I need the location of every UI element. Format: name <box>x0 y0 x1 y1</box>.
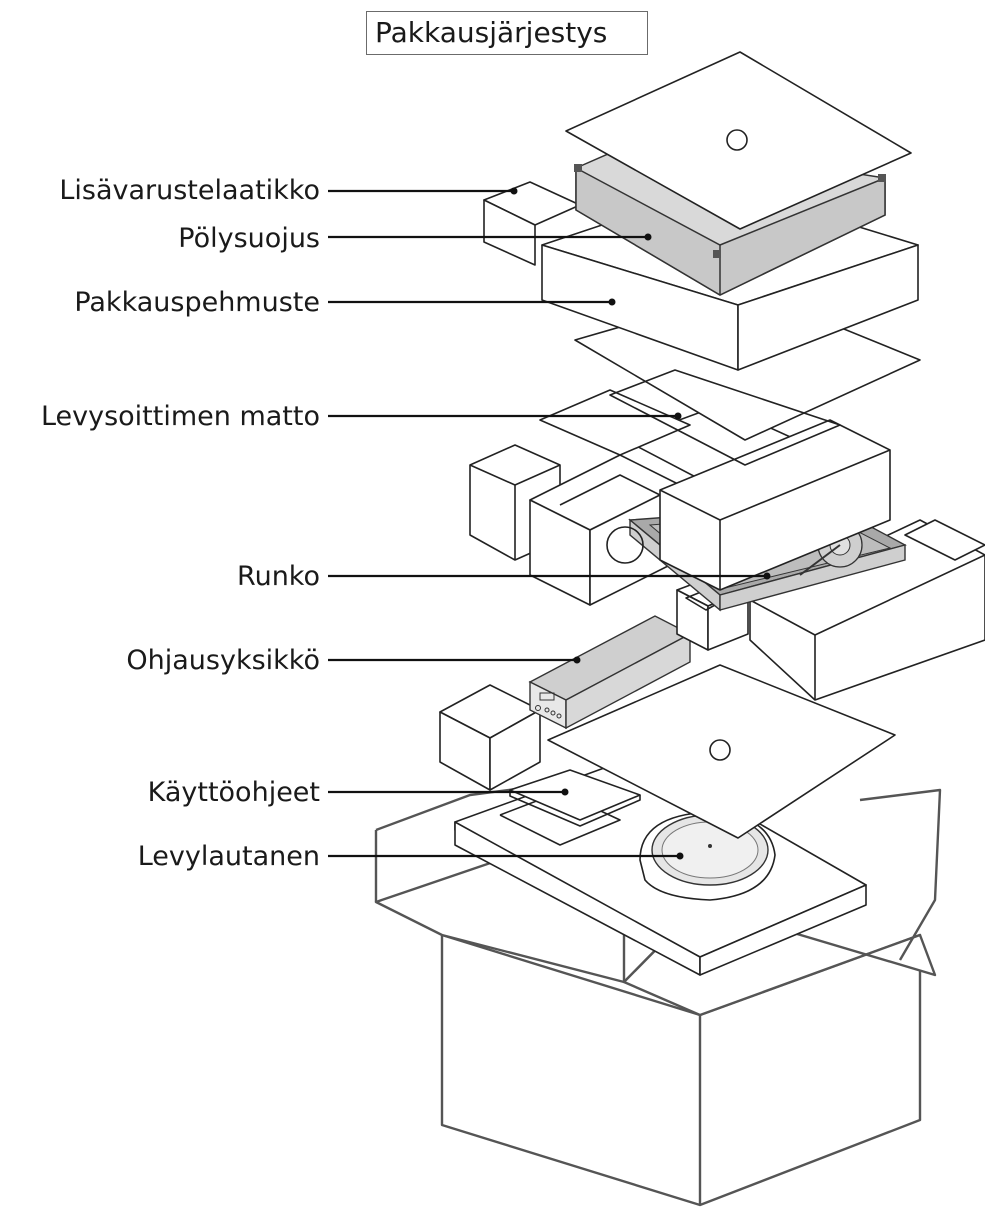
label-platter: Levylautanen <box>137 841 320 872</box>
label-turntable-mat: Levysoittimen matto <box>40 401 320 432</box>
label-accessory-box: Lisävarustelaatikko <box>59 175 320 206</box>
control-unit <box>528 615 692 730</box>
leader-lines <box>328 187 771 860</box>
lower-sheet <box>547 664 896 839</box>
right-cushion <box>749 519 985 701</box>
small-cube <box>439 684 541 791</box>
label-dust-cover: Pölysuojus <box>178 223 320 254</box>
middle-cushion <box>539 389 891 591</box>
manual <box>509 769 641 827</box>
label-control-unit: Ohjausyksikkö <box>126 645 320 676</box>
label-body: Runko <box>237 561 320 592</box>
label-packing-cushion: Pakkauspehmuste <box>74 287 320 318</box>
diagram-title: Pakkausjärjestys <box>366 11 648 55</box>
label-manual: Käyttöohjeet <box>147 777 320 808</box>
top-sheet <box>565 51 912 230</box>
